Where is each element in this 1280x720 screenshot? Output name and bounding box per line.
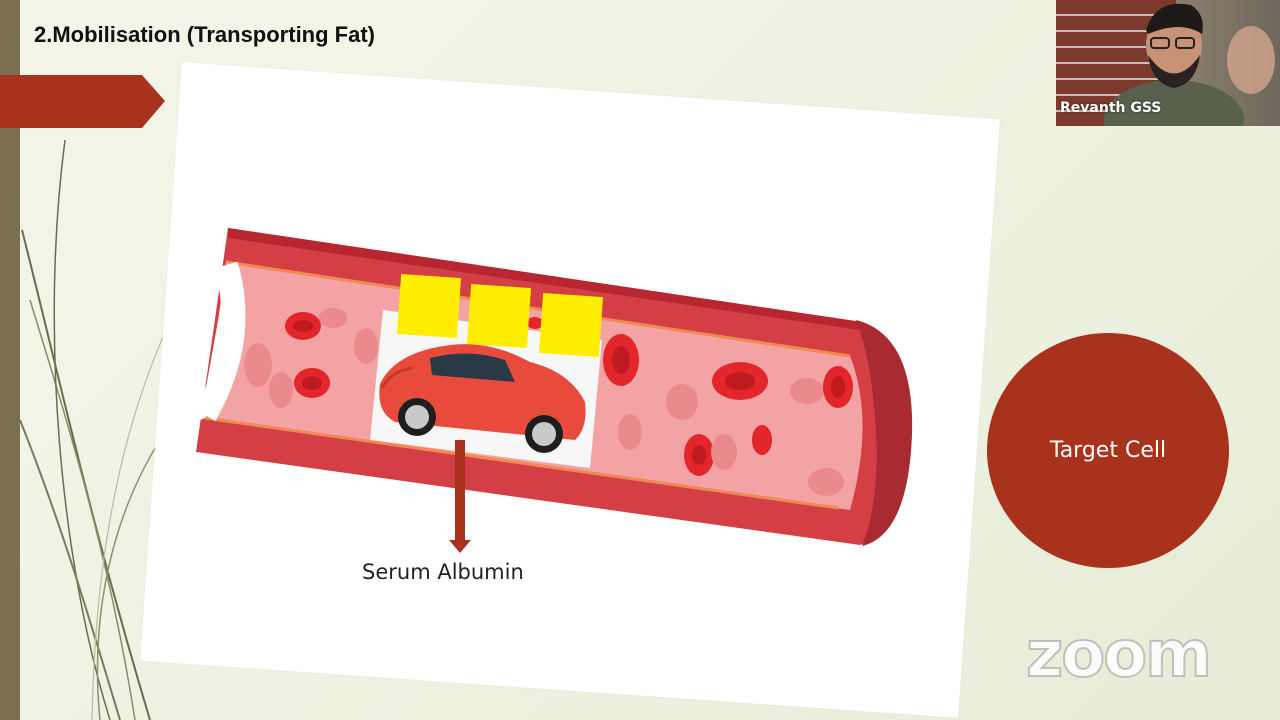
albumin-pointer-arrow xyxy=(449,440,471,553)
target-cell-label: Target Cell xyxy=(1049,438,1167,463)
slide-title: 2.Mobilisation (Transporting Fat) xyxy=(34,22,375,47)
serum-albumin-label: Serum Albumin xyxy=(362,560,524,584)
red-blood-cells xyxy=(244,308,853,496)
participant-avatar xyxy=(1104,3,1275,126)
participant-video-tile[interactable] xyxy=(1056,0,1280,126)
slide-left-bar xyxy=(0,0,20,720)
participant-name-label: Revanth GSS xyxy=(1060,100,1162,116)
decorative-grass-lines xyxy=(19,139,181,720)
title-marker-arrow xyxy=(0,75,165,128)
target-cell: Target Cell xyxy=(987,333,1229,568)
fat-molecule-icon xyxy=(396,273,604,358)
vessel-end-cap xyxy=(856,320,913,546)
zoom-watermark: zoom xyxy=(1025,617,1213,693)
